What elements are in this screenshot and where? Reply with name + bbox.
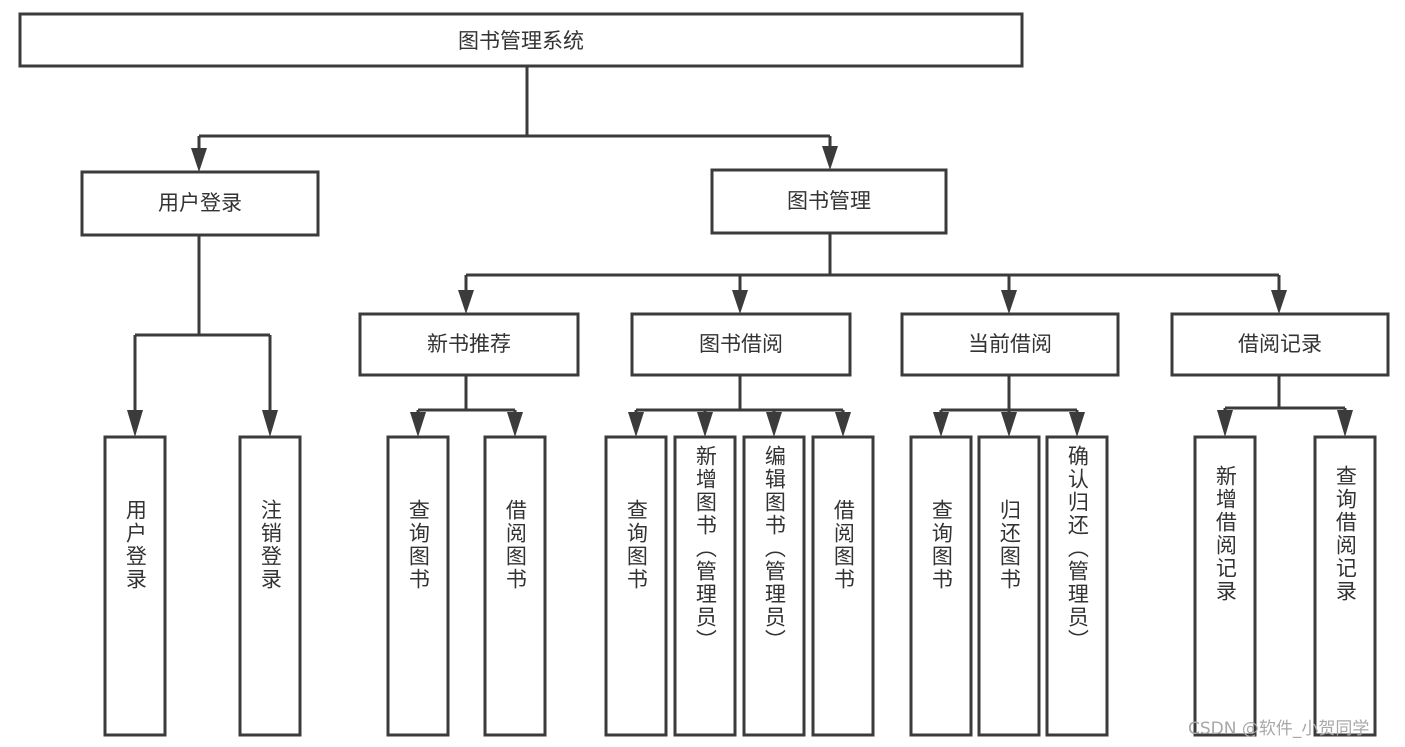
leaf-box-borrow-record-1[interactable] — [1193, 435, 1257, 737]
leaf-box-book-borrow-2[interactable] — [673, 435, 737, 737]
arrow-head-icon — [458, 290, 474, 314]
leaf-box-book-borrow-4[interactable] — [811, 435, 875, 737]
leaf-box-user-login-1[interactable] — [103, 435, 167, 737]
node-root-box[interactable] — [18, 12, 1024, 68]
node-borrow-record[interactable]: 借阅记录 — [1170, 312, 1390, 377]
arrow-head-icon — [1337, 410, 1353, 437]
arrow-head-icon — [1069, 412, 1085, 437]
leaf-box-new-book-2[interactable] — [483, 435, 547, 737]
arrow-head-icon — [507, 412, 523, 437]
node-book-manage-label: 图书管理 — [787, 189, 871, 213]
connector-group-book-borrow — [628, 375, 851, 437]
arrow-head-icon — [191, 148, 207, 172]
leaf-box-borrow-record-2[interactable] — [1313, 435, 1377, 737]
node-current-borrow-box[interactable] — [900, 312, 1120, 377]
node-user-login[interactable]: 用户登录 — [80, 170, 320, 237]
arrow-head-icon — [127, 410, 143, 437]
connector-group-current-borrow — [933, 375, 1085, 437]
arrow-head-icon — [766, 412, 782, 437]
node-new-book-recommend-box[interactable] — [358, 312, 580, 377]
leaf-box-current-borrow-1[interactable] — [909, 435, 973, 737]
connector-group-book-manage — [458, 233, 1287, 314]
node-book-manage-box[interactable] — [710, 168, 948, 235]
arrow-head-icon — [628, 412, 644, 437]
leaf-box-book-borrow-1[interactable] — [604, 435, 668, 737]
arrow-head-icon — [933, 412, 949, 437]
arrow-head-icon — [1271, 290, 1287, 314]
node-borrow-record-label: 借阅记录 — [1238, 332, 1322, 356]
node-borrow-record-box[interactable] — [1170, 312, 1390, 377]
node-current-borrow-label: 当前借阅 — [968, 332, 1052, 356]
arrow-head-icon — [822, 146, 838, 170]
node-book-borrow-label: 图书借阅 — [699, 332, 783, 356]
node-new-book-recommend[interactable]: 新书推荐 — [358, 312, 580, 377]
arrow-head-icon — [732, 290, 748, 314]
node-new-book-recommend-label: 新书推荐 — [427, 332, 511, 356]
arrow-head-icon — [1217, 410, 1233, 437]
node-book-manage[interactable]: 图书管理 — [710, 168, 948, 235]
arrow-head-icon — [835, 412, 851, 437]
leaf-box-new-book-1[interactable] — [386, 435, 450, 737]
leaf-box-book-borrow-3[interactable] — [742, 435, 806, 737]
connector-group-new-book — [410, 375, 523, 437]
node-root-label: 图书管理系统 — [458, 29, 584, 53]
leaf-box-current-borrow-3[interactable] — [1045, 435, 1109, 737]
node-book-borrow-box[interactable] — [630, 312, 852, 377]
node-user-login-label: 用户登录 — [158, 191, 242, 215]
arrow-head-icon — [697, 412, 713, 437]
arrow-head-icon — [262, 410, 278, 437]
node-book-borrow[interactable]: 图书借阅 — [630, 312, 852, 377]
arrow-head-icon — [410, 412, 426, 437]
csdn-watermark: CSDN @软件_小贺同学 — [1188, 719, 1370, 739]
connector-group-borrow-record — [1217, 375, 1353, 437]
connector-group-root — [191, 66, 838, 172]
arrow-head-icon — [1001, 412, 1017, 437]
leaf-box-current-borrow-2[interactable] — [977, 435, 1041, 737]
connector-group-user-login — [127, 235, 278, 437]
node-user-login-box[interactable] — [80, 170, 320, 237]
node-current-borrow[interactable]: 当前借阅 — [900, 312, 1120, 377]
arrow-head-icon — [1001, 290, 1017, 314]
node-root[interactable]: 图书管理系统 — [18, 12, 1024, 68]
leaf-box-user-login-2[interactable] — [238, 435, 302, 737]
